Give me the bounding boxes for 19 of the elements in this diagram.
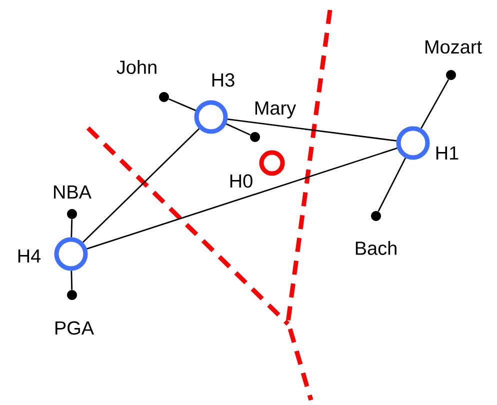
point-label: Bach [356,241,396,255]
point-label: John [116,60,156,74]
point-label: Mozart [426,40,482,54]
connector-line [86,148,398,250]
connector-line [70,219,73,238]
point-label: Mary [255,102,296,118]
connector-line [228,118,396,142]
point-label: PGA [56,321,94,335]
point-label: H3 [212,73,234,87]
connector-line [420,79,450,129]
connector-line [168,98,196,112]
point-label: H4 [18,249,41,263]
connector-line [70,270,73,290]
point-label: H1 [436,146,458,160]
connector-line [378,158,406,212]
point-label: NBA [54,185,92,199]
connector-line [82,128,200,243]
connector-line [226,123,251,136]
point-label: H0 [230,174,252,188]
